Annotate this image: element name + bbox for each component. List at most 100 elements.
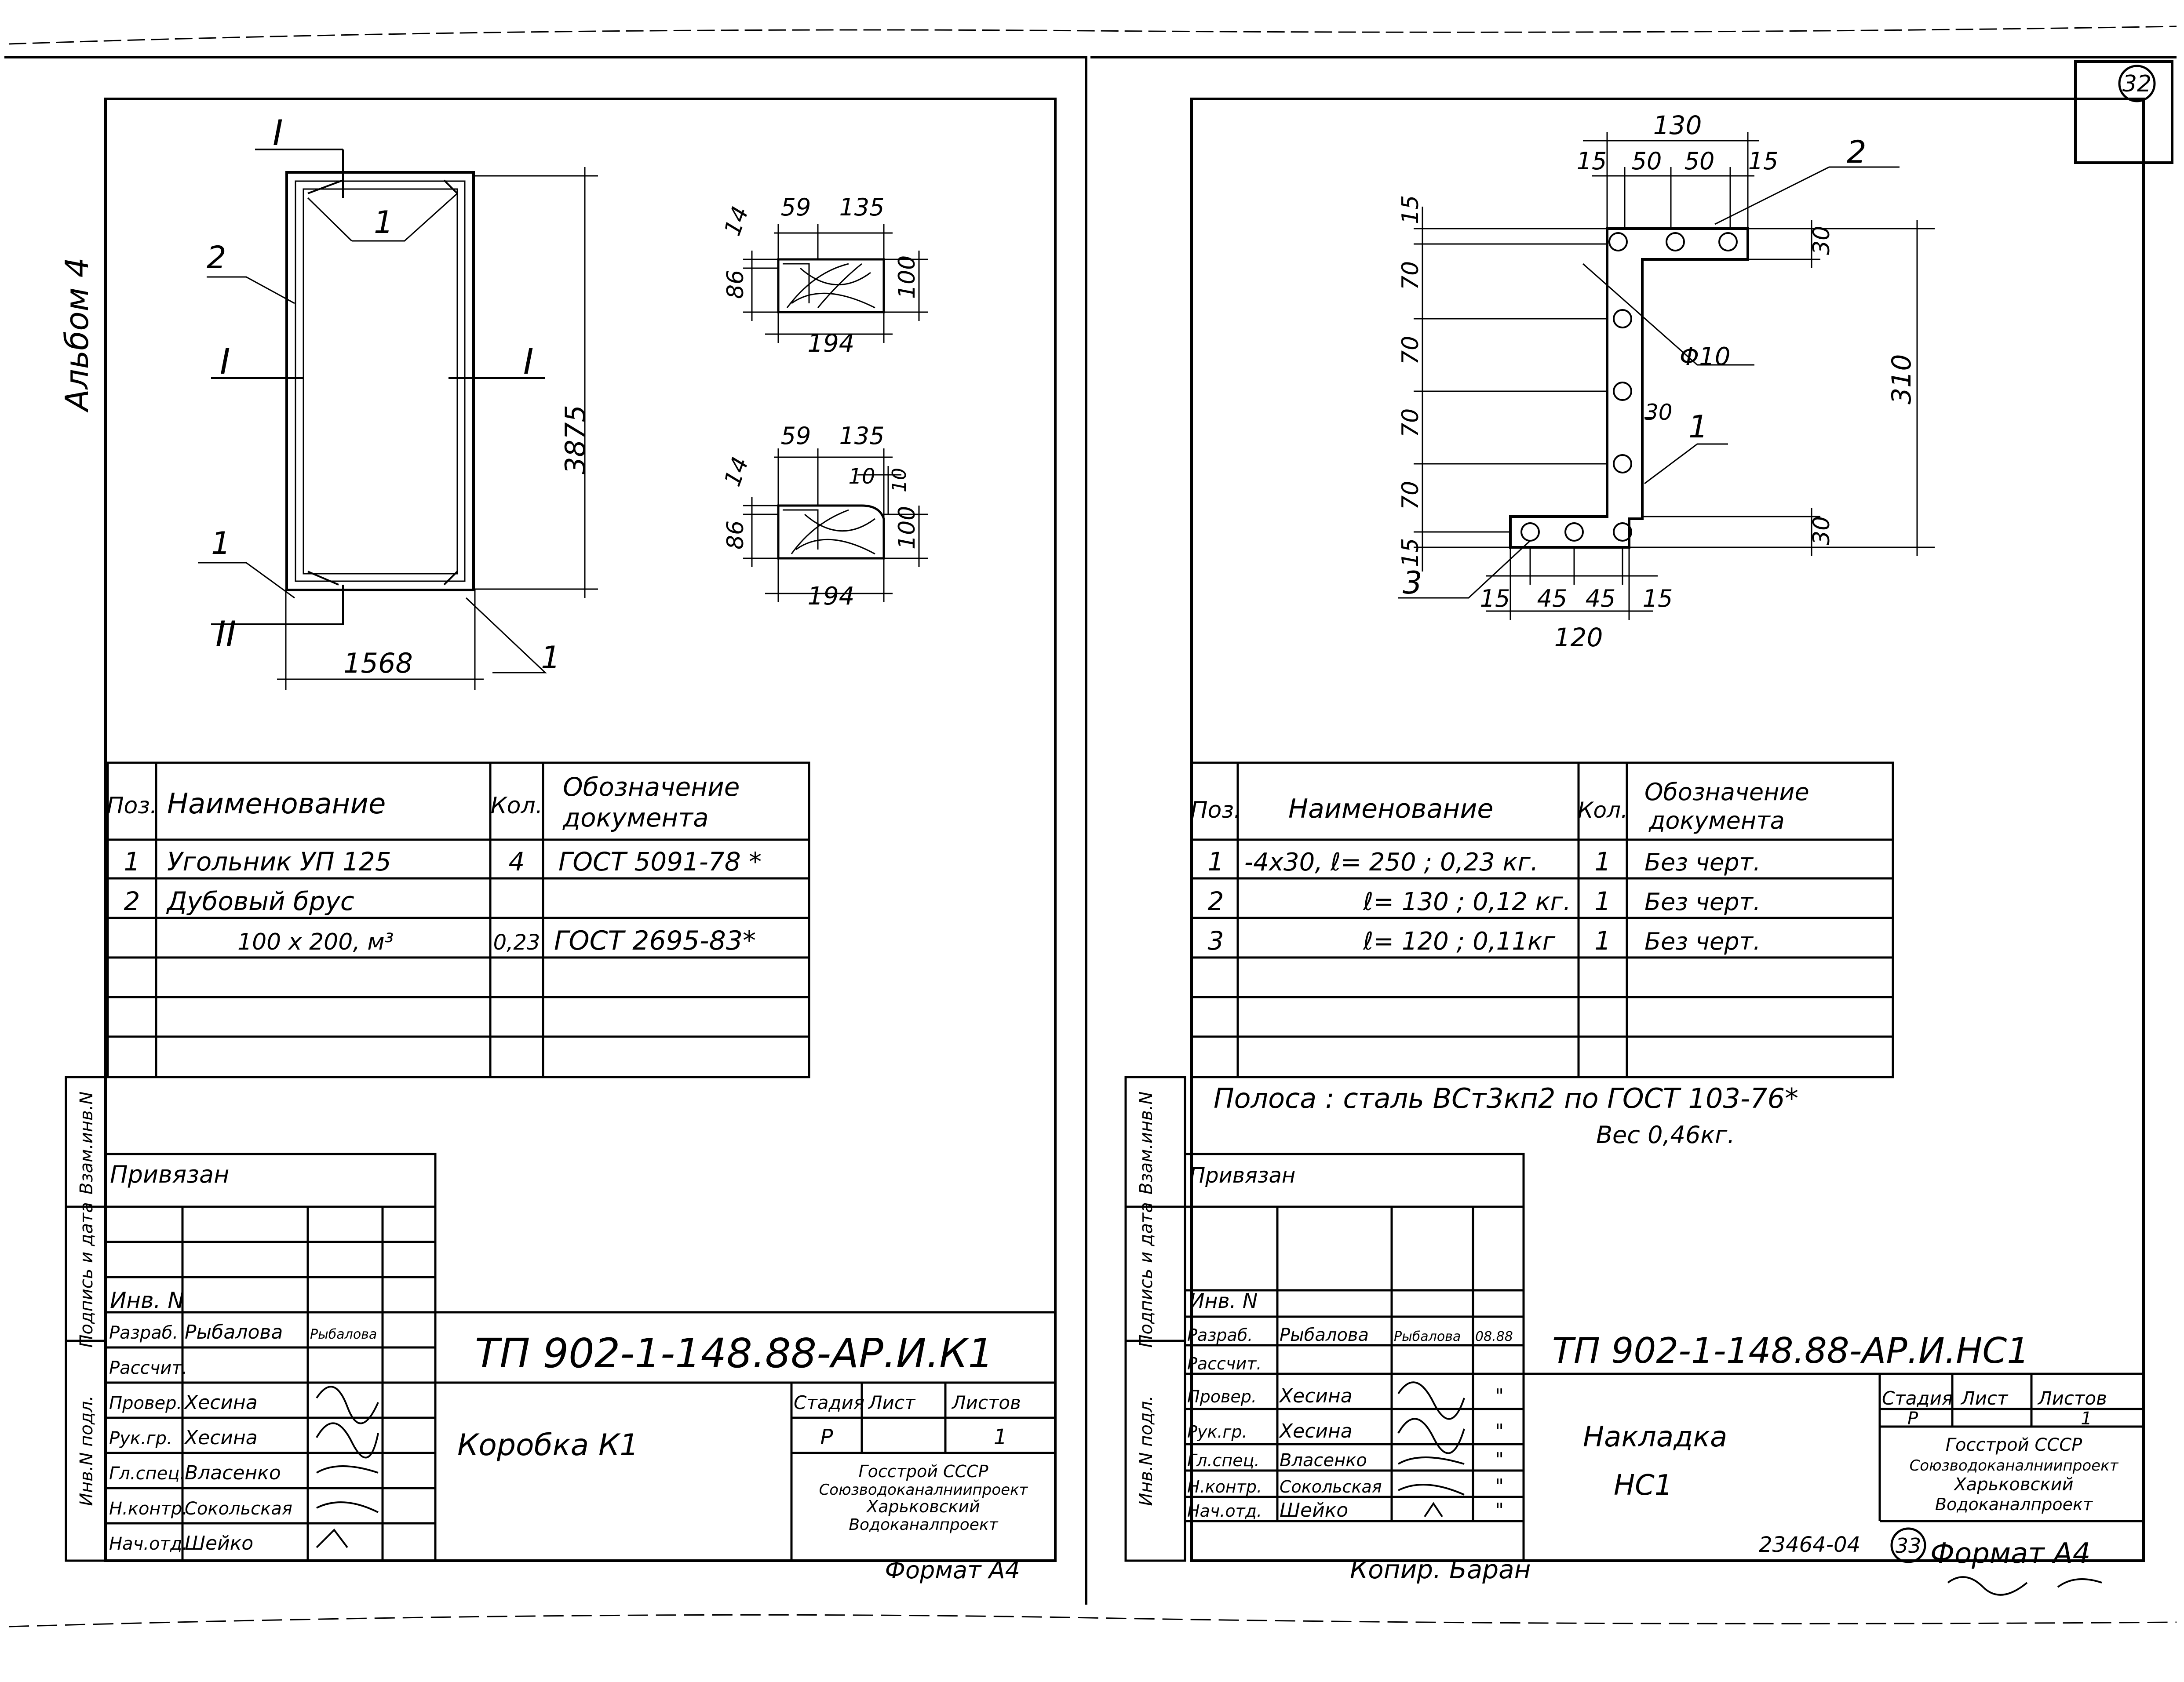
section-mark-left: I: [220, 341, 230, 382]
right-spec-row3-name: ℓ= 120 ; 0,11кг: [1363, 927, 1556, 956]
right-inv: Инв. N: [1189, 1289, 1258, 1313]
left-format: Формат А4: [885, 1556, 1020, 1584]
box-k1-frame-drawing: [198, 149, 598, 690]
right-title-block: Взам.инв.N Подпись и дата Инв.N подл. Пр…: [1124, 1076, 2144, 1596]
right-note-material: Полоса : сталь ВСт3кп2 по ГОСТ 103-76*: [1214, 1082, 1798, 1114]
right-copier: Копир. Баран: [1350, 1555, 1531, 1584]
sheet-number-box: 32: [2074, 60, 2173, 164]
right-sign-1: Рыбалова: [1394, 1329, 1461, 1344]
right-spec-row2-pos: 2: [1208, 886, 1224, 916]
callout-1-top: 1: [374, 204, 394, 240]
right-date-7: ": [1495, 1499, 1504, 1522]
left-spec-header-doc-1: Обозначение: [563, 772, 740, 802]
callout-2: 2: [207, 240, 226, 276]
right-signatures: [1397, 1381, 1465, 1518]
left-sheets-label: Листов: [951, 1392, 1021, 1413]
right-org-2: Союзводоканалниипроект: [1910, 1457, 2119, 1474]
left-side-label-2: Подпись и дата: [77, 1202, 97, 1347]
left-role-6: Н.контр.: [109, 1499, 188, 1519]
right-date-6: ": [1495, 1475, 1504, 1497]
nc1-dim-right-30a: 30: [1808, 226, 1835, 255]
nc1-dim-left-15a: 15: [1397, 195, 1424, 224]
right-name-1: Рыбалова: [1280, 1325, 1369, 1345]
right-stage-label: Стадия: [1882, 1387, 1953, 1409]
right-doc-code: ТП 902-1-148.88-АР.И.НС1: [1552, 1330, 2029, 1371]
nc1-dim-right-30b: 30: [1808, 516, 1835, 545]
right-spec-row1-pos: 1: [1208, 847, 1224, 877]
left-doc-title: Коробка К1: [457, 1428, 638, 1463]
right-role-2: Рассчит.: [1187, 1354, 1262, 1373]
nc1-dim-bot-45b: 45: [1586, 585, 1616, 612]
section-mark-right: I: [523, 341, 534, 382]
left-role-2: Рассчит.: [109, 1358, 187, 1378]
plate-nc1-drawing: [1398, 132, 1935, 620]
right-privyazan: Привязан: [1189, 1163, 1295, 1188]
right-spec-row1-doc: Без черт.: [1644, 848, 1761, 876]
left-role-4: Рук.гр.: [109, 1428, 172, 1449]
right-spec-row2-name: ℓ= 130 ; 0,12 кг.: [1363, 888, 1571, 916]
nc1-dim-left-70b: 70: [1397, 336, 1424, 365]
dim-width-1568: 1568: [343, 647, 413, 679]
right-sheets: 1: [2081, 1409, 2092, 1429]
left-org-3: Харьковский: [866, 1497, 980, 1516]
sec1-dim-194: 194: [808, 329, 855, 358]
left-side-label-1: Взам.инв.N: [77, 1092, 97, 1194]
right-spec-row3-pos: 3: [1208, 926, 1224, 956]
left-spec-header-name: Наименование: [167, 788, 386, 820]
left-name-3: Хесина: [184, 1391, 258, 1414]
left-name-1: Рыбалова: [185, 1321, 283, 1343]
sec1-dim-135: 135: [839, 193, 884, 221]
right-name-7: Шейко: [1280, 1499, 1348, 1522]
right-spec-row1-name: -4x30, ℓ= 250 ; 0,23 кг.: [1244, 848, 1539, 877]
right-date-3: ": [1495, 1385, 1504, 1407]
left-spec-row3-doc: ГОСТ 2695-83*: [554, 925, 756, 956]
right-stage: Р: [1907, 1409, 1918, 1429]
right-date-4: ": [1495, 1420, 1504, 1442]
left-spec-header-qty: Кол.: [491, 793, 543, 819]
sheet-number: 32: [2122, 71, 2151, 97]
right-org-1: Госстрой СССР: [1946, 1435, 2082, 1455]
left-role-1: Разраб.: [109, 1323, 178, 1343]
right-doc-title-2: НС1: [1614, 1469, 1673, 1502]
nc1-dim-top-50b: 50: [1684, 147, 1715, 175]
sec1-dim-59: 59: [781, 193, 811, 221]
sec2-dim-100: 100: [894, 506, 920, 550]
left-sign-1: Рыбалова: [310, 1327, 377, 1342]
nc1-dim-top-50a: 50: [1632, 147, 1662, 175]
nc1-callout-1: 1: [1688, 409, 1708, 445]
left-spec-table: Поз. Наименование Кол. Обозначение докум…: [106, 761, 810, 1078]
left-sheet-label: Лист: [868, 1392, 916, 1413]
right-spec-row3-doc: Без черт.: [1644, 928, 1761, 955]
section-I-drawing: [743, 224, 928, 343]
right-side-label-2: Подпись и дата: [1136, 1202, 1156, 1347]
plate-nc1-labels: 130 15 50 50 15 15 45 45 15 120 15 70 70…: [1397, 110, 1917, 652]
sec1-dim-86: 86: [722, 270, 749, 299]
left-role-5: Гл.спец.: [109, 1464, 185, 1484]
nc1-dim-bot-15a: 15: [1480, 585, 1510, 612]
right-role-7: Нач.отд.: [1187, 1501, 1262, 1521]
left-inv: Инв. N: [110, 1288, 184, 1313]
nc1-dim-left-70d: 70: [1397, 481, 1424, 510]
right-role-4: Рук.гр.: [1187, 1422, 1247, 1442]
sec2-dim-10a: 10: [848, 464, 875, 489]
nc1-dim-30-inner: 30: [1644, 400, 1673, 425]
right-date-5: ": [1495, 1449, 1504, 1471]
right-date-1: 08.88: [1475, 1329, 1513, 1344]
right-spec-header-name: Наименование: [1288, 794, 1493, 824]
right-role-1: Разраб.: [1187, 1325, 1253, 1345]
right-org-3: Харьковский: [1953, 1474, 2073, 1495]
nc1-dim-left-70c: 70: [1397, 408, 1424, 437]
sec2-dim-135: 135: [839, 422, 884, 450]
right-spec-row1-qty: 1: [1595, 847, 1611, 877]
right-sheet-label: Лист: [1960, 1387, 2009, 1409]
right-name-4: Хесина: [1279, 1420, 1353, 1442]
nc1-dim-310: 310: [1886, 354, 1917, 404]
left-stage: Р: [820, 1425, 833, 1449]
left-spec-row3-name: 100 x 200, м³: [237, 929, 394, 955]
left-spec-row1-name: Угольник УП 125: [167, 847, 391, 877]
left-privyazan: Привязан: [110, 1161, 229, 1188]
left-org-1: Госстрой СССР: [858, 1462, 988, 1481]
sec2-dim-194: 194: [808, 582, 855, 611]
nc1-dim-left-70a: 70: [1397, 261, 1424, 290]
sec2-dim-59: 59: [781, 422, 811, 450]
